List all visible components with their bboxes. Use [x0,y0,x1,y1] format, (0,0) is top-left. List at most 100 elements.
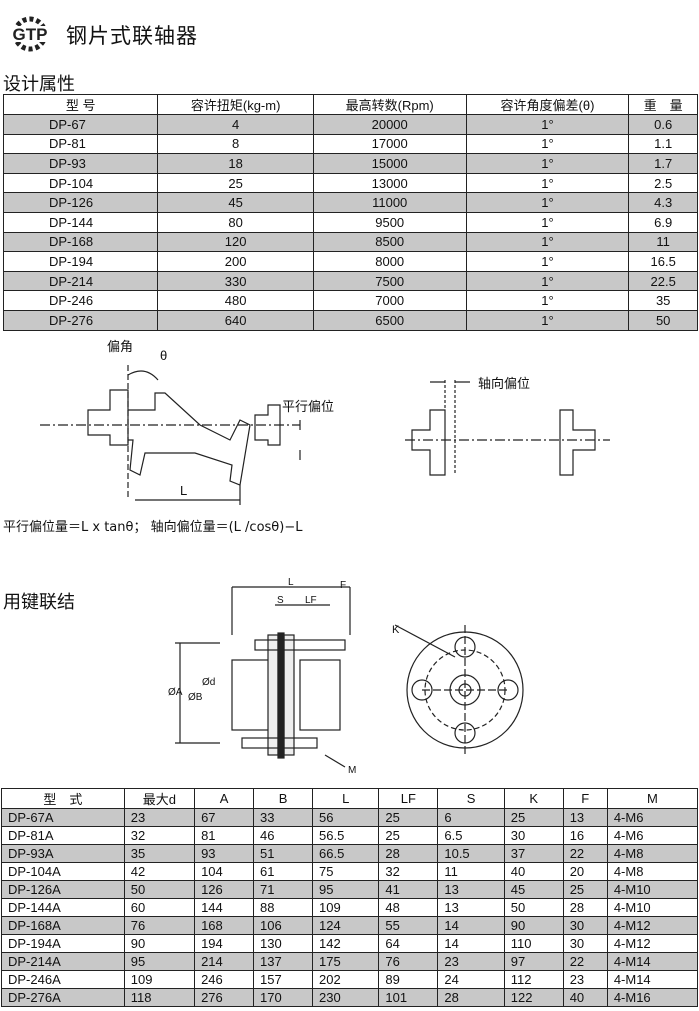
column-header: 容许扭矩(kg-m) [157,94,314,115]
table-cell: 32 [123,826,196,845]
table-cell: 32 [378,862,439,881]
table-cell: 56 [312,808,380,827]
column-header: K [503,788,564,809]
table-cell: 20 [562,862,608,881]
table-cell: 40 [562,988,608,1007]
table-cell: 25 [503,808,564,827]
table-cell: 9500 [312,211,467,233]
table-cell: 64 [378,934,439,953]
table-cell: 30 [562,916,608,935]
keyed-coupling-drawing: L F S LF ØA ØB Ød M K [168,577,524,776]
column-header: 最大d [123,788,196,809]
table-cell: 97 [503,952,564,971]
table-cell: 25 [378,826,439,845]
table-cell: 7500 [312,270,467,292]
table-cell: DP-246A [1,970,125,989]
table-cell: 25 [562,880,608,899]
design-section-title: 设计属性 [3,74,75,95]
table-cell: 1° [465,309,630,331]
table-cell: 11 [437,862,505,881]
table-cell: 120 [157,231,314,253]
table-cell: 45 [157,192,314,213]
table-cell: 13000 [312,172,467,194]
table-cell: 175 [312,952,380,971]
table-cell: 157 [253,970,314,989]
table-cell: 51 [253,844,314,863]
table-cell: 13 [437,880,505,899]
table-cell: 4-M6 [606,808,699,827]
table-cell: DP-168A [1,916,125,935]
table-cell: 10.5 [437,844,505,863]
table-cell: 25 [378,808,439,827]
table-cell: 4-M8 [606,862,699,881]
table-cell: 40 [503,862,564,881]
table-cell: 200 [157,251,314,272]
table-cell: DP-214A [1,952,125,971]
table-cell: DP-126 [2,192,159,213]
table-cell: DP-168 [2,231,159,253]
keyed-section-title: 用键联结 [3,592,75,613]
table-cell: 23 [123,808,196,827]
table-cell: 4-M6 [606,826,699,845]
table-cell: 330 [157,270,314,292]
gtp-logo: GTP [6,16,54,52]
table-cell: 101 [378,988,439,1007]
svg-text:偏角: 偏角 [107,339,133,354]
table-cell: 230 [312,988,380,1007]
column-header: LF [378,788,439,809]
table-cell: 4-M10 [606,880,699,899]
table-cell: 37 [503,844,564,863]
table-cell: 4-M12 [606,934,699,953]
table-cell: 8500 [312,231,467,253]
svg-text:GTP: GTP [13,25,48,44]
column-header: L [312,788,380,809]
table-cell: 28 [562,898,608,917]
table-cell: 109 [312,898,380,917]
table-cell: 48 [378,898,439,917]
table-cell: 4-M14 [606,952,699,971]
table-cell: 194 [194,934,255,953]
table-cell: 89 [378,970,439,989]
table-cell: 30 [503,826,564,845]
table-cell: 22 [562,952,608,971]
table-cell: 50 [628,309,698,331]
table-cell: 67 [194,808,255,827]
table-cell: DP-276A [1,988,125,1007]
table-cell: 81 [194,826,255,845]
column-header: M [606,788,699,809]
table-cell: 20000 [312,114,467,135]
page-title: 钢片式联轴器 [66,24,198,48]
table-cell: 28 [378,844,439,863]
table-cell: 71 [253,880,314,899]
svg-text:平行偏位: 平行偏位 [282,399,334,414]
table-cell: 41 [378,880,439,899]
table-cell: 170 [253,988,314,1007]
table-cell: 45 [503,880,564,899]
table-cell: 168 [194,916,255,935]
table-cell: 66.5 [312,844,380,863]
table-cell: 35 [628,290,698,311]
svg-text:S: S [277,595,284,606]
table-cell: 1° [465,133,630,155]
table-cell: DP-81A [1,826,125,845]
table-cell: 122 [503,988,564,1007]
table-cell: 144 [194,898,255,917]
svg-text:F: F [340,580,346,591]
table-cell: 95 [123,952,196,971]
table-cell: DP-93A [1,844,125,863]
table-cell: 50 [123,880,196,899]
svg-text:L: L [180,483,187,498]
table-cell: 93 [194,844,255,863]
table-cell: 90 [503,916,564,935]
table-cell: 50 [503,898,564,917]
table-cell: 4 [157,114,314,135]
table-cell: 22.5 [628,270,698,292]
